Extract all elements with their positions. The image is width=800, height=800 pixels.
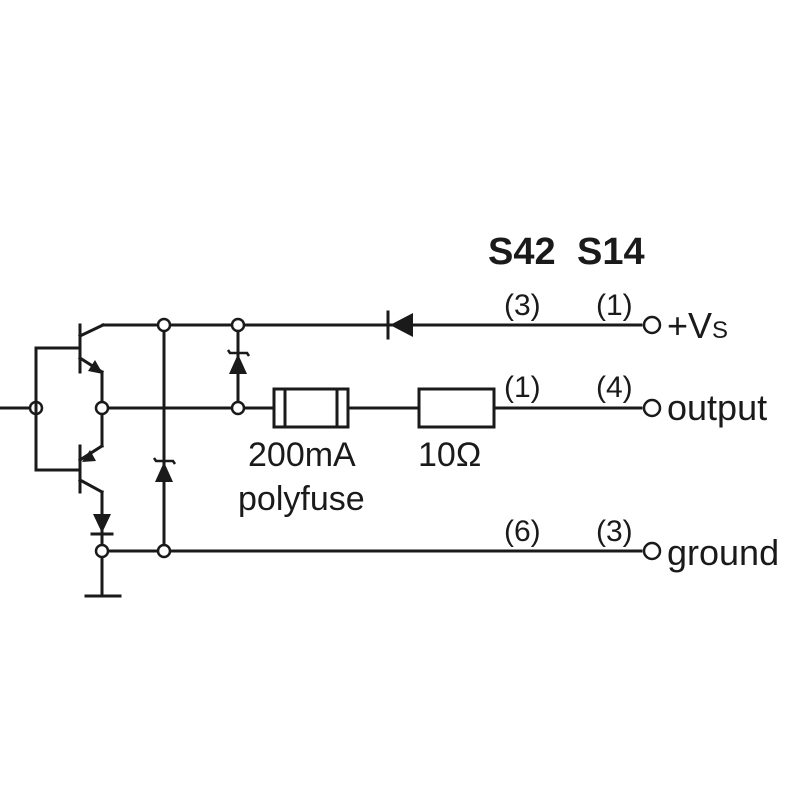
clamp-zener <box>226 331 251 402</box>
vs-label: +VS <box>667 305 728 346</box>
upper-transistor-icon <box>77 322 106 402</box>
zener-bus <box>152 331 177 545</box>
junction-node <box>156 317 172 333</box>
header-s42: S42 <box>488 231 556 273</box>
ground-label: ground <box>667 532 779 573</box>
junction-node <box>156 543 172 559</box>
base-bus <box>34 346 82 472</box>
output-pin-s42: (1) <box>504 371 541 404</box>
ground-pin-s14: (3) <box>596 515 633 548</box>
junction-node <box>230 400 246 416</box>
ground-line <box>100 541 662 561</box>
junction-node <box>94 400 110 416</box>
output-label: output <box>667 387 767 428</box>
emitter-diode-icon <box>90 514 114 536</box>
junction-node <box>230 317 246 333</box>
vs-pin-s14: (1) <box>596 289 633 322</box>
output-line <box>100 398 662 418</box>
resistor-symbol <box>417 387 496 429</box>
ground-terminal <box>642 541 662 561</box>
vs-diode-icon <box>390 313 413 337</box>
resistor-value: 10Ω <box>418 436 481 474</box>
output-pin-s14: (4) <box>596 371 633 404</box>
junction-node <box>94 543 110 559</box>
vs-terminal <box>642 315 662 335</box>
vs-pin-s42: (3) <box>504 289 541 322</box>
polyfuse-rating: 200mA <box>248 436 356 474</box>
polyfuse-name: polyfuse <box>238 480 365 518</box>
header-s14: S14 <box>577 231 645 273</box>
output-terminal <box>642 398 662 418</box>
ground-pin-s42: (6) <box>504 515 541 548</box>
vs-line <box>101 310 662 340</box>
ground-icon <box>84 557 122 598</box>
